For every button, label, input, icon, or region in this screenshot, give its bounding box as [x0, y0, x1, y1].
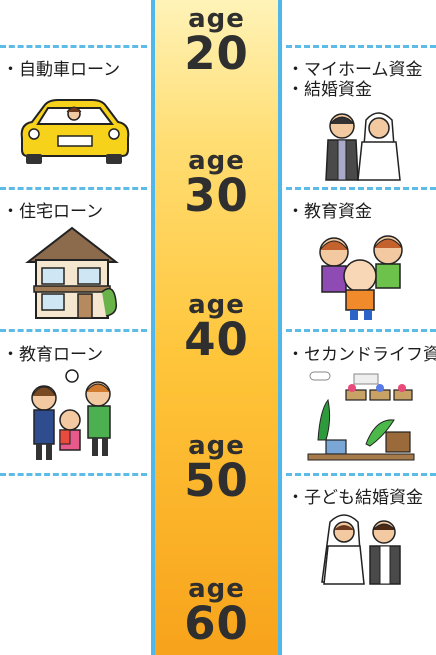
- age-number: 50: [184, 454, 249, 507]
- age-label: age: [188, 431, 245, 461]
- age-marker-30: age 30: [155, 148, 278, 218]
- age-marker-60: age 60: [155, 576, 278, 646]
- age-number: 60: [184, 597, 249, 650]
- children-icon: [319, 235, 403, 320]
- age-label: age: [188, 574, 245, 604]
- separator-right-30: [286, 187, 436, 190]
- separator-right-40: [286, 329, 436, 332]
- age-timeline-column: age 20 age 30 age 40 age 50 age 60: [151, 0, 282, 655]
- item-my-home-fund: ・マイホーム資金: [287, 60, 423, 80]
- age-marker-40: age 40: [155, 292, 278, 362]
- separator-left-40: [0, 329, 147, 332]
- item-education-loan: ・教育ローン: [2, 345, 104, 365]
- age-label: age: [188, 4, 245, 34]
- item-car-loan: ・自動車ローン: [2, 60, 121, 80]
- garden-balcony-icon: [307, 371, 415, 461]
- separator-right-20: [286, 45, 436, 48]
- item-wedding-fund: ・結婚資金: [287, 80, 372, 100]
- separator-left-30: [0, 187, 147, 190]
- family-school-icon: [31, 369, 111, 460]
- separator-right-50: [286, 473, 436, 476]
- item-housing-loan: ・住宅ローン: [2, 202, 104, 222]
- age-label: age: [188, 146, 245, 176]
- car-icon: [20, 99, 130, 164]
- item-education-fund: ・教育資金: [287, 202, 372, 222]
- age-number: 20: [184, 27, 249, 80]
- item-second-life-fund: ・セカンドライフ資金: [287, 345, 436, 365]
- age-marker-50: age 50: [155, 433, 278, 503]
- item-child-wedding-fund: ・子ども結婚資金: [287, 488, 423, 508]
- age-marker-20: age 20: [155, 6, 278, 76]
- separator-left-50: [0, 473, 147, 476]
- wedding-couple-icon: [325, 112, 401, 181]
- house-icon: [25, 226, 119, 319]
- age-number: 30: [184, 169, 249, 222]
- age-number: 40: [184, 313, 249, 366]
- separator-left-20: [0, 45, 147, 48]
- bride-groom-icon: [321, 514, 401, 585]
- age-label: age: [188, 290, 245, 320]
